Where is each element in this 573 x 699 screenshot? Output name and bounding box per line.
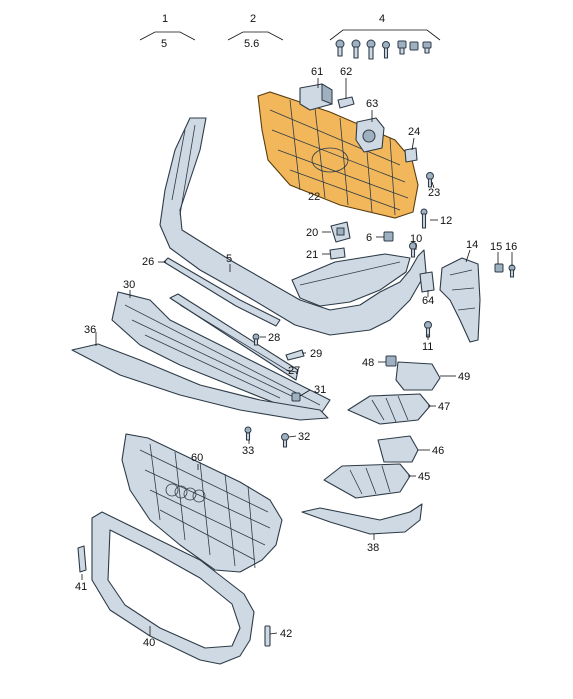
callout-64: 64	[422, 295, 434, 307]
callout-61: 61	[311, 66, 323, 78]
callout-5: 5	[226, 253, 232, 265]
bolt-icon	[351, 39, 361, 59]
callout-10: 10	[410, 233, 422, 245]
callout-38: 38	[367, 542, 379, 554]
fog-lamp-grille-47	[347, 393, 431, 425]
radiator-grille	[121, 433, 283, 573]
side-bracket	[439, 257, 481, 343]
nut-icon	[409, 41, 419, 51]
header-group-4-top: 4	[379, 13, 385, 25]
brand-rings-icon	[165, 483, 206, 503]
callout-32: 32	[298, 431, 310, 443]
callout-31: 31	[314, 384, 326, 396]
clip-31	[291, 392, 301, 402]
callout-27: 27	[288, 365, 300, 377]
screw-16	[508, 264, 516, 278]
callout-29: 29	[310, 348, 322, 360]
callout-21: 21	[306, 249, 318, 261]
callout-12: 12	[440, 215, 452, 227]
screw-32	[281, 433, 289, 448]
clip-64	[419, 271, 435, 293]
bracket-20	[330, 221, 351, 243]
trim-strip-38	[301, 503, 423, 535]
screw-33	[244, 426, 252, 441]
header-group-4-bracket	[329, 29, 441, 41]
callout-labels: 61 62 63 24 23 22 12 20 6 10 14 15 16 21…	[75, 66, 517, 649]
bumper-cover	[159, 117, 427, 336]
callout-62: 62	[340, 66, 352, 78]
header-group-4: 4	[329, 13, 441, 41]
callout-20: 20	[306, 227, 318, 239]
small-bracket	[404, 147, 418, 163]
callout-6: 6	[366, 232, 372, 244]
callout-15: 15	[490, 241, 502, 253]
callout-23: 23	[428, 187, 440, 199]
bolt-icon	[335, 39, 345, 57]
sensor-housing	[299, 83, 333, 111]
callout-26: 26	[142, 256, 154, 268]
header-group-2: 2 5.6	[227, 13, 284, 50]
callout-41: 41	[75, 581, 87, 593]
callout-30: 30	[123, 279, 135, 291]
spoiler-strip-36	[71, 343, 329, 421]
screw-28	[252, 333, 260, 346]
clip-42	[264, 625, 271, 647]
callout-42: 42	[280, 628, 292, 640]
header-group-2-bracket	[227, 31, 284, 41]
grille-surround-frame	[91, 511, 255, 665]
callout-36: 36	[84, 324, 96, 336]
clip-6	[383, 231, 394, 242]
bracket-48	[385, 355, 397, 367]
bolt-icon	[366, 39, 376, 60]
header-group-2-top: 2	[250, 13, 256, 25]
screw-23	[426, 172, 434, 188]
callout-47: 47	[438, 401, 450, 413]
callout-24: 24	[408, 126, 420, 138]
clip-15	[494, 263, 504, 273]
clip-icon	[422, 41, 432, 54]
callout-22: 22	[308, 191, 320, 203]
trim-strip-26	[163, 257, 281, 327]
screw-10	[409, 242, 417, 258]
radiator-grille-carrier-highlighted	[257, 91, 419, 219]
screw-icon	[382, 41, 390, 59]
header-group-1-top: 1	[162, 13, 168, 25]
callout-16: 16	[505, 241, 517, 253]
clip-icon	[397, 40, 407, 55]
header-group-1-bracket	[139, 31, 196, 41]
cover-plate-46	[377, 435, 419, 463]
grille-insert-27	[169, 293, 299, 381]
callout-48: 48	[362, 357, 374, 369]
clip-29	[285, 349, 305, 361]
callout-40: 40	[143, 637, 155, 649]
callout-45: 45	[418, 471, 430, 483]
callout-28: 28	[268, 332, 280, 344]
mounting-clip	[337, 96, 355, 109]
header-group-1-bottom: 5	[161, 38, 167, 50]
bolt-12	[420, 208, 428, 229]
clip-41	[77, 545, 87, 573]
radar-sensor	[355, 117, 385, 153]
lower-grille-45	[323, 463, 411, 499]
header-group-1: 1 5	[139, 13, 196, 50]
callout-46: 46	[432, 445, 444, 457]
callout-11: 11	[422, 341, 433, 353]
lower-underbody-panel	[111, 291, 331, 416]
clip-21	[329, 247, 346, 260]
header-group-2-bottom: 5.6	[244, 38, 259, 50]
fastener-set-4	[335, 39, 432, 60]
callout-60: 60	[191, 452, 203, 464]
callout-33: 33	[242, 445, 254, 457]
callout-49: 49	[458, 371, 470, 383]
callout-14: 14	[466, 239, 478, 251]
callout-leaders	[81, 78, 513, 636]
cover-plate-49	[395, 361, 441, 391]
callout-63: 63	[366, 98, 378, 110]
